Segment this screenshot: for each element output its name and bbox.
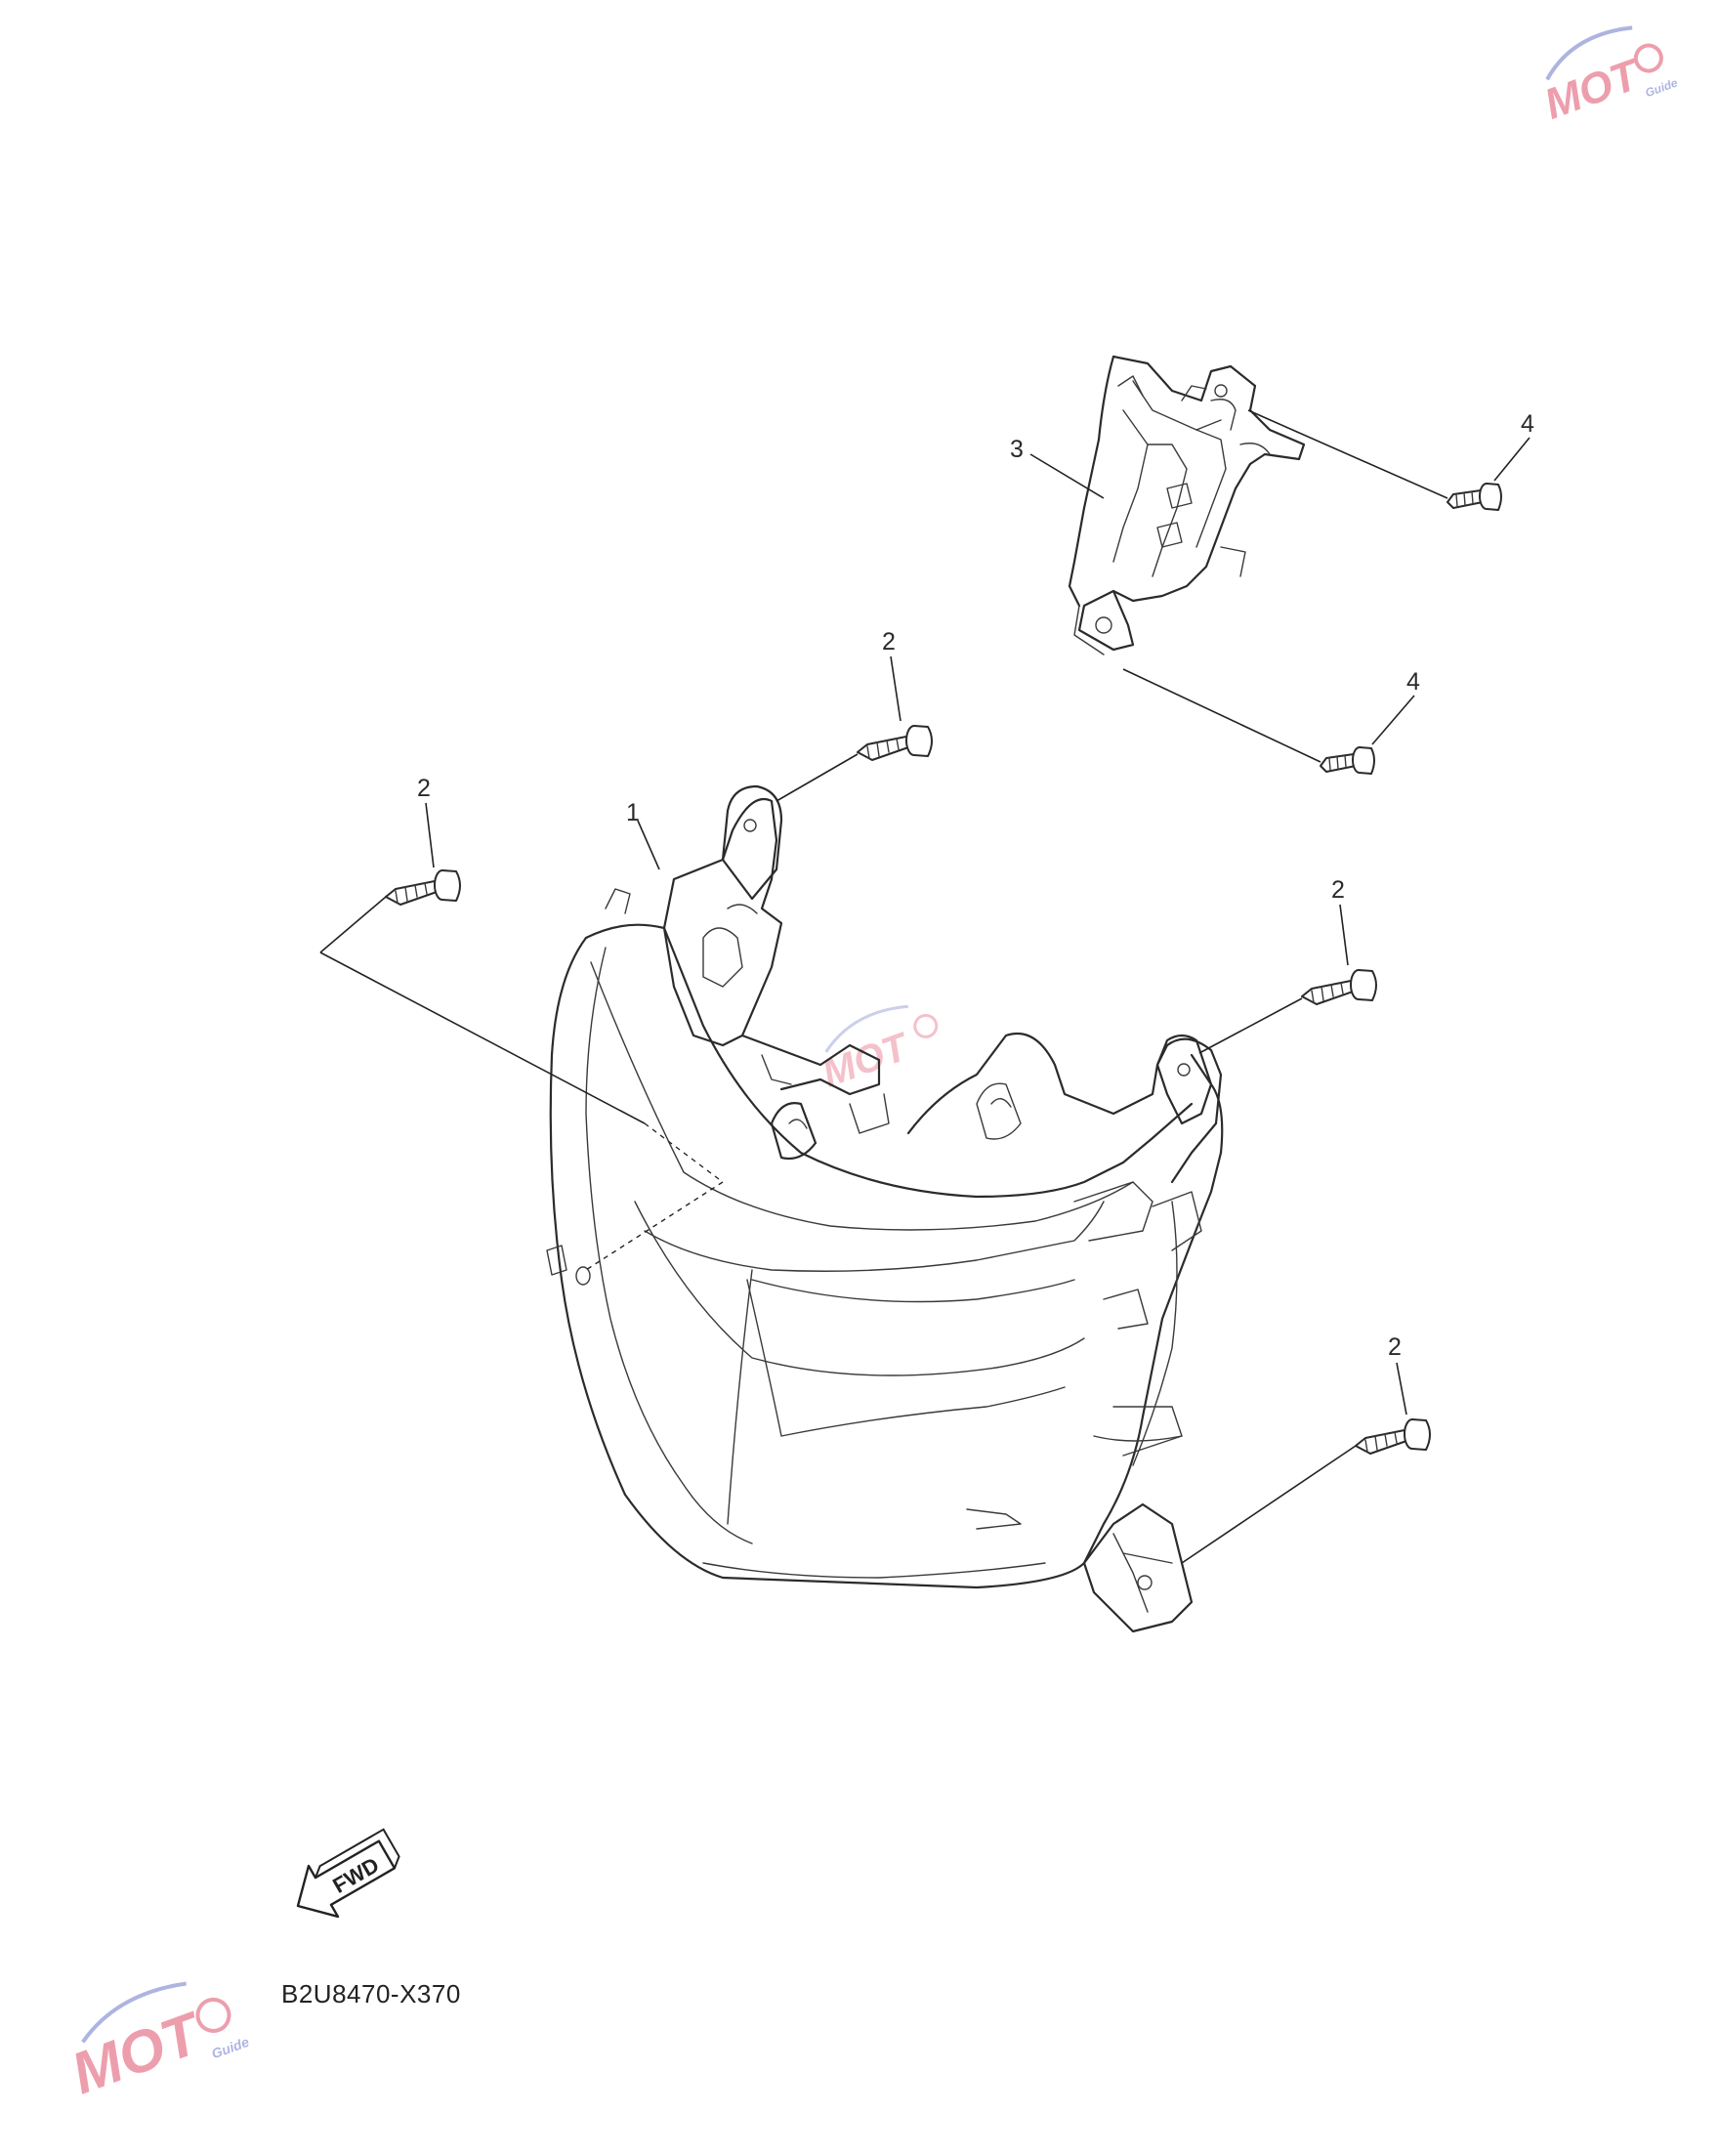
svg-text:Guide: Guide <box>1644 75 1680 100</box>
callout-part-2-left: 2 <box>417 775 431 802</box>
callout-part-4-upper: 4 <box>1521 410 1534 438</box>
assembly-lines <box>319 409 1448 1564</box>
callout-part-1: 1 <box>626 799 640 826</box>
diagram-code: B2U8470-X370 <box>281 1979 461 2008</box>
callout-numbers: 1 2 2 2 2 3 4 4 <box>417 410 1534 1361</box>
fwd-arrow-icon: FWD <box>296 1828 400 1919</box>
bolt-2-upper-center[interactable] <box>857 725 933 761</box>
callout-part-4-lower: 4 <box>1406 668 1420 696</box>
bolt-2-right[interactable] <box>1301 969 1377 1005</box>
callout-part-2-upper-center: 2 <box>882 628 896 655</box>
callout-part-2-right: 2 <box>1331 876 1345 904</box>
svg-text:MOT: MOT <box>1538 50 1648 129</box>
bolt-2-lower-right[interactable] <box>1355 1418 1431 1455</box>
callout-part-3: 3 <box>1010 436 1024 463</box>
watermark-logo-top: MOT Guide <box>1538 25 1680 129</box>
svg-text:MOT: MOT <box>63 1999 212 2106</box>
bolt-2-left[interactable] <box>385 869 461 906</box>
bolt-4-lower[interactable] <box>1320 746 1375 775</box>
callout-leaders <box>425 437 1530 1416</box>
callout-part-2-lower-right: 2 <box>1388 1333 1402 1361</box>
bolt-4-upper[interactable] <box>1446 483 1502 511</box>
watermark-logo-bottom: MOT Guide <box>63 1981 251 2106</box>
headlight-assembly[interactable] <box>546 784 1224 1633</box>
headlight-bracket[interactable] <box>1068 355 1306 655</box>
svg-text:Guide: Guide <box>209 2034 251 2062</box>
